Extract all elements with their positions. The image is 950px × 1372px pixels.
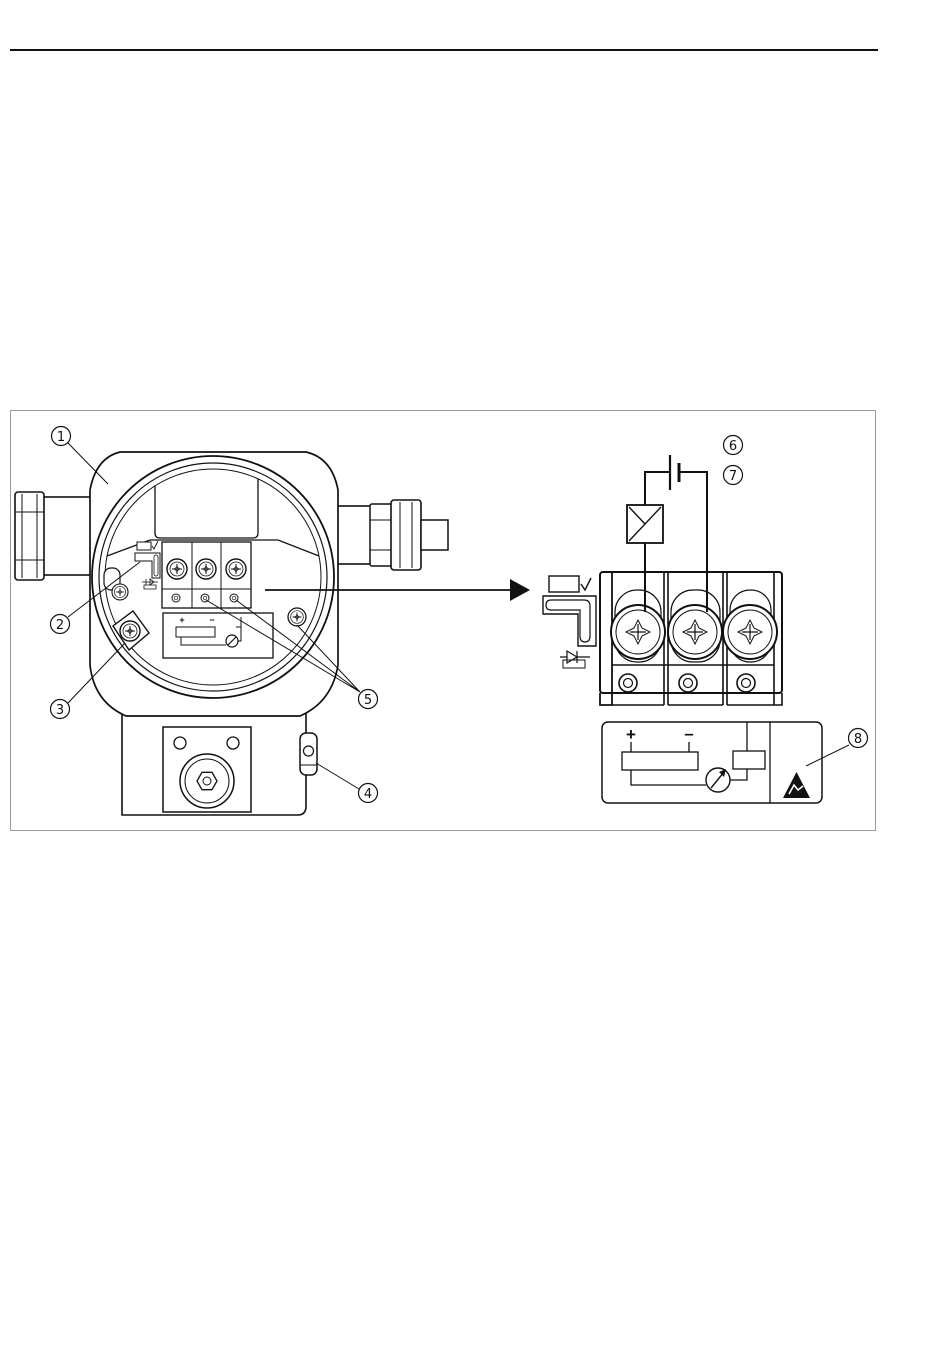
callout-1-number: 1 — [57, 430, 65, 445]
terminal-label-plate: + – — [602, 722, 822, 803]
callout-1: 1 — [52, 427, 71, 446]
terminal-ring-2 — [679, 674, 697, 692]
diode-icon — [560, 651, 590, 668]
insert-label-plate: + − — [163, 613, 273, 658]
insert-terminal-screw-2 — [196, 559, 216, 579]
terminal-minus-sign: – — [684, 724, 693, 743]
callout-7: 7 — [724, 466, 743, 485]
callout-3-number: 3 — [56, 703, 64, 718]
terminal-screw-2 — [668, 605, 722, 659]
callout-7-number: 7 — [729, 469, 737, 484]
terminal-plus-sign: + — [626, 725, 636, 744]
right-cable-gland — [334, 500, 448, 570]
polarity-switch — [543, 576, 596, 646]
terminal-block — [600, 572, 782, 705]
cover-screw — [288, 608, 306, 626]
insert-terminal-block — [162, 542, 251, 608]
callout-8-number: 8 — [854, 732, 862, 747]
callout-6-number: 6 — [729, 439, 737, 454]
callout-5-number: 5 — [364, 693, 372, 708]
left-cable-gland — [15, 492, 100, 580]
insert-terminal-screw-3 — [226, 559, 246, 579]
callout-4-number: 4 — [364, 787, 372, 802]
internal-ground-screw — [112, 584, 128, 600]
process-connection — [163, 727, 251, 812]
callout-4: 4 — [359, 784, 378, 803]
callout-5: 5 — [359, 690, 378, 709]
insert-terminal-screw-1 — [167, 559, 187, 579]
insert-minus-sign: − — [209, 615, 214, 625]
terminal-screw-1 — [611, 605, 665, 659]
callout-2: 2 — [51, 615, 70, 634]
terminal-ring-3 — [737, 674, 755, 692]
insert-plus-sign: + — [179, 615, 184, 625]
callout-2-number: 2 — [56, 618, 64, 633]
callout-3: 3 — [51, 700, 70, 719]
callout-8: 8 — [849, 729, 868, 748]
terminal-screw-3 — [723, 605, 777, 659]
callout-6: 6 — [724, 436, 743, 455]
terminal-ring-1 — [619, 674, 637, 692]
insert-terminal-ring-1 — [172, 594, 180, 602]
